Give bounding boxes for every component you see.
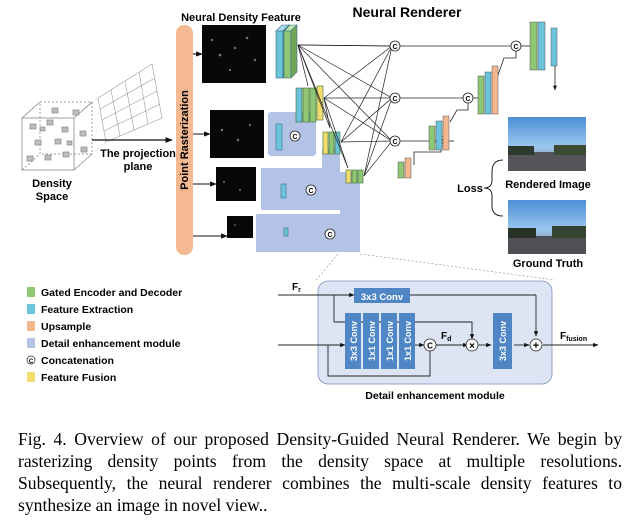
legend-concatenation: Concatenation: [41, 355, 114, 367]
density-space-cube: [21, 101, 93, 171]
module-wiring: [278, 292, 599, 377]
legend-concat-symbol: C: [29, 359, 34, 365]
legend-feature-extraction: Feature Extraction: [41, 304, 133, 316]
ffusion-main: F: [560, 331, 566, 342]
legend: Gated Encoder and Decoder Feature Extrac…: [26, 287, 182, 384]
conv3x3-top-label: 3x3 Conv: [361, 292, 404, 303]
neural-renderer-title: Neural Renderer: [353, 4, 462, 20]
legend-upsample: Upsample: [41, 321, 91, 333]
concat-symbol: C: [392, 44, 397, 51]
add-symbol: +: [533, 340, 539, 352]
density-space-label-line2: Space: [36, 191, 68, 203]
stack-conv-1x1-c: 1x1 Conv: [403, 321, 413, 361]
ground-truth-image: [508, 200, 586, 254]
rendered-image-label: Rendered Image: [505, 179, 591, 191]
fd-sub: d: [447, 336, 451, 343]
multiply-symbol: ×: [469, 341, 475, 352]
stack-conv-3x3: 3x3 Conv: [349, 321, 359, 361]
module-concat-symbol: C: [427, 342, 433, 351]
fd-label: Fd: [441, 331, 451, 343]
rasterization-arrows: [193, 51, 228, 239]
density-feature-maps: [202, 25, 266, 238]
projection-plane-label-line2: plane: [124, 161, 153, 173]
point-rasterization-label: Point Rasterization: [179, 90, 191, 190]
concat-symbol: C: [308, 188, 313, 195]
concat-symbol: C: [392, 96, 397, 103]
concat-symbol: C: [513, 44, 518, 51]
stack-conv-1x1-a: 1x1 Conv: [367, 321, 377, 361]
concat-symbol: C: [392, 139, 397, 146]
figure: Neural Renderer Neural Density Feature D…: [21, 4, 599, 402]
concat-symbol: C: [465, 96, 470, 103]
conv3x3-top-block: [354, 288, 410, 303]
add-node: [529, 338, 543, 352]
ground-truth-label: Ground Truth: [513, 258, 584, 270]
legend-feature-fusion: Feature Fusion: [41, 372, 116, 384]
loss-brace: [483, 159, 504, 217]
fr-sub: r: [298, 287, 301, 294]
decoder-blocks: [397, 21, 558, 179]
multiply-node: [465, 338, 479, 352]
ffusion-label: Ffusion: [560, 331, 587, 343]
stack-conv-1x1-b: 1x1 Conv: [385, 321, 395, 361]
dense-connections: [297, 44, 393, 177]
neural-density-feature-label: Neural Density Feature: [181, 12, 301, 24]
legend-detail-enhancement: Detail enhancement module: [41, 338, 181, 350]
conv3x3-right-block: [493, 313, 512, 369]
detail-enhancement-regions: [256, 112, 360, 252]
legend-gated-encoder: Gated Encoder and Decoder: [41, 287, 182, 299]
concat-symbol: C: [292, 134, 297, 141]
feature-extraction-blocks: [275, 24, 298, 237]
loss-label: Loss: [457, 183, 483, 195]
module-caption: Detail enhancement module: [365, 390, 505, 402]
fd-main: F: [441, 331, 447, 342]
rendered-image: [508, 117, 586, 171]
projection-plane-label-line1: The projection: [100, 148, 176, 160]
fr-main: F: [292, 282, 298, 293]
conv3x3-right-label: 3x3 Conv: [498, 321, 508, 361]
concat-symbol: C: [327, 232, 332, 239]
conv-stack: 3x3 Conv 1x1 Conv 1x1 Conv 1x1 Conv: [345, 313, 415, 369]
fr-label: Fr: [292, 282, 301, 294]
ffusion-sub: fusion: [566, 336, 587, 343]
point-rasterization-bar: [176, 25, 193, 255]
projection-plane: [97, 63, 163, 143]
module-concat-node: [423, 338, 437, 352]
figure-caption: Fig. 4. Overview of our proposed Density…: [18, 429, 622, 515]
density-space-label-line1: Density: [32, 178, 73, 190]
